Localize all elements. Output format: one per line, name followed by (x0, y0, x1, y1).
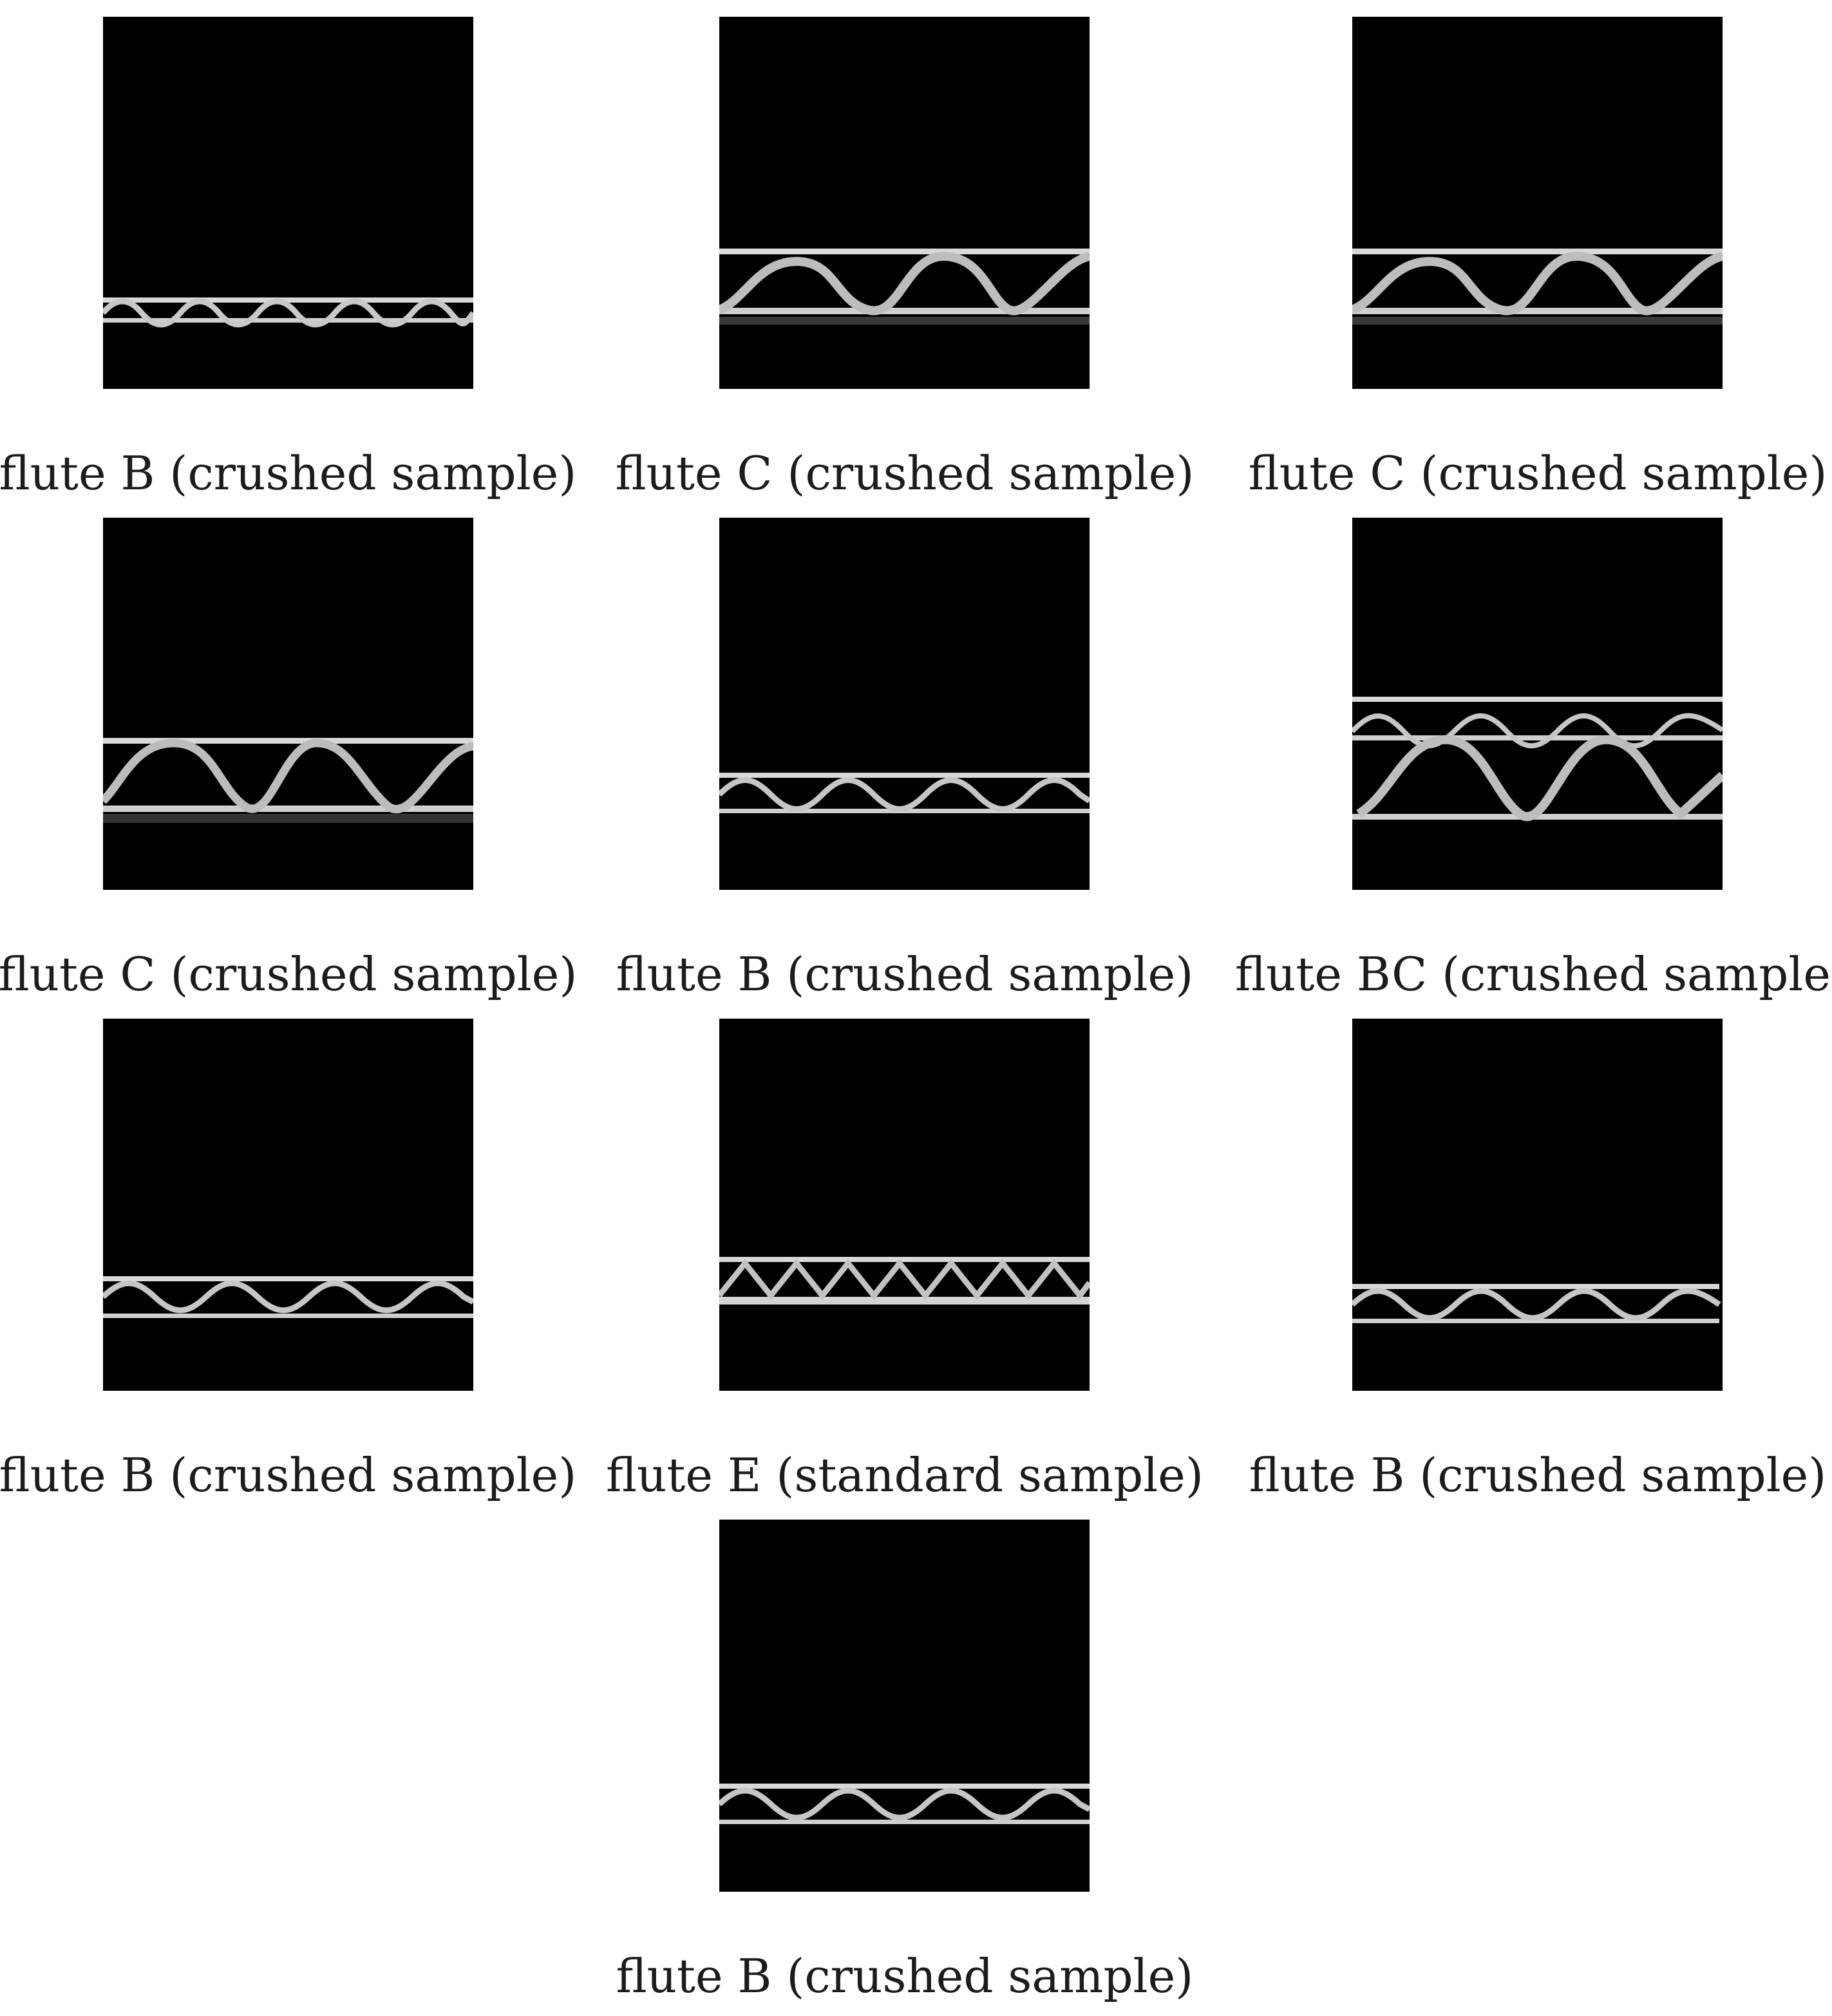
cardboard-image-6 (1352, 518, 1723, 890)
panel-caption-7: flute B (crushed sample) (0, 1448, 577, 1502)
panel-caption-3: flute C (crushed sample) (1248, 446, 1827, 500)
panel-caption-2: flute C (crushed sample) (615, 446, 1195, 500)
panel-caption-6: flute BC (crushed sample) (1235, 947, 1832, 1001)
cardboard-image-8 (719, 1019, 1090, 1391)
cardboard-image-3 (1352, 17, 1723, 389)
panel-caption-8: flute E (standard sample) (606, 1448, 1204, 1502)
panel-caption-9: flute B (crushed sample) (1249, 1448, 1827, 1502)
panel-caption-1: flute B (crushed sample) (0, 446, 577, 500)
cardboard-image-2 (719, 17, 1090, 389)
cardboard-image-10 (719, 1520, 1090, 1892)
cardboard-image-7 (103, 1019, 473, 1391)
cardboard-image-4 (103, 518, 473, 890)
cardboard-image-1 (103, 17, 473, 389)
panel-caption-4: flute C (crushed sample) (0, 947, 578, 1001)
panel-caption-5: flute B (crushed sample) (616, 947, 1194, 1001)
cardboard-image-9 (1352, 1019, 1723, 1391)
cardboard-image-5 (719, 518, 1090, 890)
panel-caption-10: flute B (crushed sample) (616, 1949, 1194, 2003)
